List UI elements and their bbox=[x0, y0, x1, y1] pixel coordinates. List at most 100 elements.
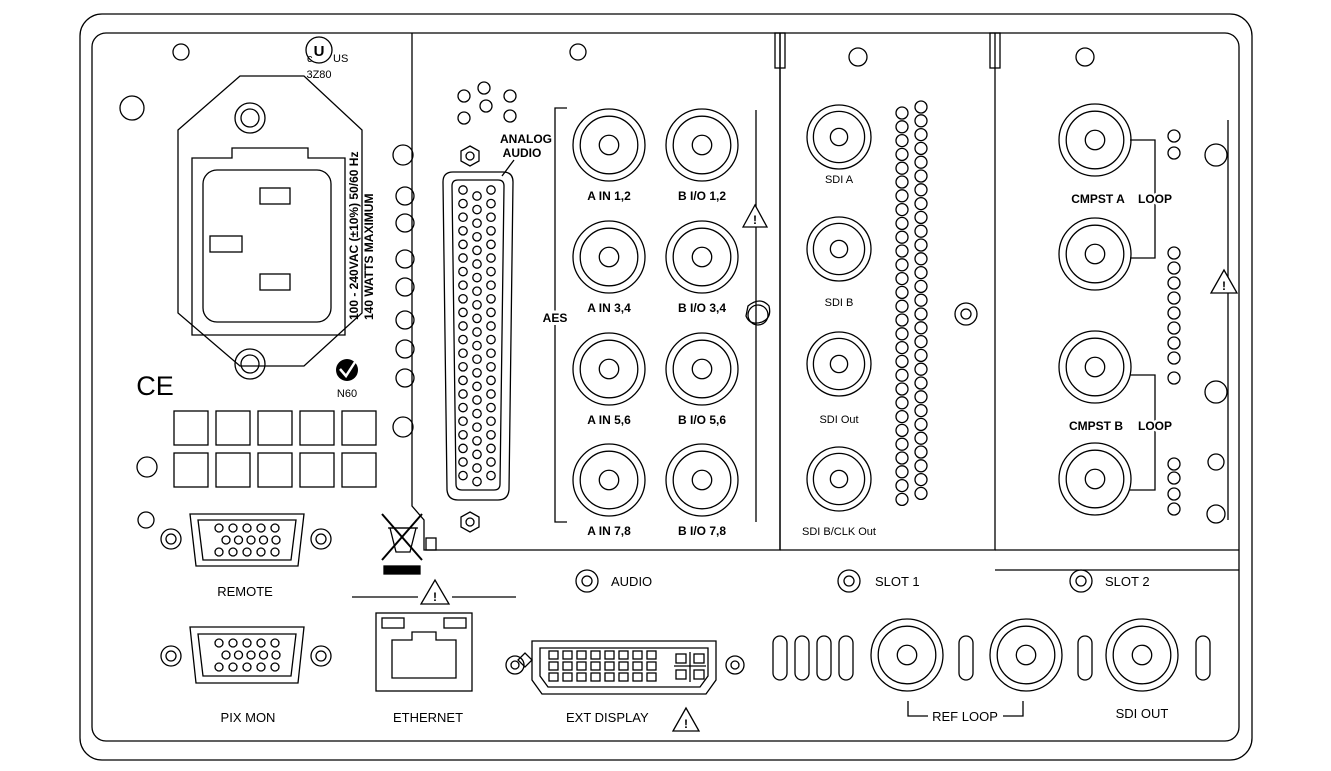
led bbox=[1167, 246, 1181, 260]
pin bbox=[458, 361, 468, 372]
bnc-slot2-2[interactable] bbox=[1058, 330, 1132, 404]
bnc-b-io-3[interactable] bbox=[665, 443, 739, 517]
bnc-b-io-1-label: B I/O 3,4 bbox=[678, 301, 726, 315]
pin bbox=[242, 662, 252, 672]
mounting-hole bbox=[136, 456, 158, 478]
led bbox=[914, 114, 928, 128]
ul-code-text: 3Z80 bbox=[306, 69, 331, 81]
led bbox=[895, 340, 909, 355]
slot1-module-outline bbox=[780, 33, 996, 551]
ul-c-text: c bbox=[307, 53, 313, 65]
led bbox=[914, 293, 928, 307]
pin bbox=[548, 650, 559, 660]
vent-square bbox=[341, 410, 377, 446]
ref-loop-bnc-in[interactable] bbox=[870, 618, 944, 692]
bnc-slot2-0[interactable] bbox=[1058, 103, 1132, 177]
led bbox=[914, 252, 928, 266]
pin bbox=[618, 650, 629, 660]
hex-nut-hole bbox=[465, 517, 475, 527]
pin bbox=[458, 375, 468, 386]
pin bbox=[472, 408, 482, 419]
led bbox=[895, 202, 909, 217]
led bbox=[914, 445, 928, 459]
screw-head bbox=[843, 575, 855, 587]
vga-pins bbox=[214, 523, 281, 672]
bnc-b-io-2[interactable] bbox=[665, 332, 739, 406]
led bbox=[914, 127, 928, 142]
led bbox=[914, 403, 928, 418]
led bbox=[914, 472, 928, 487]
led bbox=[895, 216, 909, 231]
svg-text:!: ! bbox=[1222, 279, 1226, 293]
hole bbox=[503, 109, 517, 123]
pin bbox=[693, 669, 705, 680]
indicator-hole bbox=[395, 368, 415, 388]
pin bbox=[548, 661, 559, 671]
indicator-hole bbox=[395, 249, 415, 269]
remote-connector[interactable] bbox=[160, 513, 332, 567]
rail-tab bbox=[425, 537, 437, 551]
analog-audio-dsub-connector[interactable] bbox=[442, 171, 514, 501]
pin bbox=[228, 662, 238, 672]
led bbox=[895, 437, 909, 451]
bnc-b-io-1[interactable] bbox=[665, 220, 739, 294]
hole bbox=[503, 89, 517, 103]
pix-mon-connector[interactable] bbox=[160, 626, 332, 684]
ref-loop-bnc-out[interactable] bbox=[989, 618, 1063, 692]
bnc-a-in-3[interactable] bbox=[572, 443, 646, 517]
ref-bnc-group bbox=[870, 618, 1179, 692]
ul-us-text: US bbox=[333, 53, 348, 65]
ethernet-port[interactable] bbox=[375, 612, 473, 692]
pin bbox=[242, 547, 252, 557]
pin bbox=[590, 661, 601, 671]
pin bbox=[242, 523, 252, 533]
svg-text:!: ! bbox=[753, 213, 757, 227]
ext-display-dvi-connector[interactable] bbox=[505, 640, 745, 695]
pin bbox=[618, 672, 629, 682]
hex-nut bbox=[460, 145, 480, 167]
pin bbox=[486, 416, 496, 427]
led bbox=[895, 382, 909, 396]
bnc-slot1-3[interactable] bbox=[806, 446, 872, 512]
pin bbox=[486, 470, 496, 481]
pin bbox=[604, 672, 615, 682]
ref-loop-label: REF LOOP bbox=[932, 709, 998, 724]
bnc-slot1-1[interactable] bbox=[806, 216, 872, 282]
led bbox=[895, 271, 909, 286]
bnc-slot2-1[interactable] bbox=[1058, 217, 1132, 291]
led bbox=[1167, 261, 1181, 275]
pin bbox=[486, 457, 496, 467]
screw bbox=[837, 569, 861, 593]
hole bbox=[477, 81, 491, 95]
inlet-screw-head bbox=[240, 354, 260, 374]
inlet-screw-head bbox=[240, 108, 260, 128]
vent-square bbox=[215, 410, 251, 446]
bnc-slot1-2[interactable] bbox=[806, 331, 872, 397]
led bbox=[914, 307, 928, 321]
led bbox=[895, 423, 909, 438]
pin bbox=[590, 650, 601, 660]
bnc-b-io-3-label: B I/O 7,8 bbox=[678, 524, 726, 538]
bnc-slot1-2-label: SDI Out bbox=[819, 414, 858, 426]
bnc-a-in-1[interactable] bbox=[572, 220, 646, 294]
sdi-out-bnc[interactable] bbox=[1105, 618, 1179, 692]
pin bbox=[472, 231, 482, 242]
aes-label: AES bbox=[543, 311, 568, 325]
bnc-b-io-0[interactable] bbox=[665, 108, 739, 182]
bnc-a-in-0[interactable] bbox=[572, 108, 646, 182]
bnc-a-in-2[interactable] bbox=[572, 332, 646, 406]
vent-square bbox=[257, 452, 293, 488]
cmpst-b-label: CMPST B bbox=[1069, 419, 1123, 433]
pin bbox=[486, 253, 496, 263]
pin bbox=[472, 422, 482, 433]
analog-audio-label-2: AUDIO bbox=[503, 146, 542, 160]
led bbox=[895, 120, 909, 134]
led bbox=[914, 265, 928, 280]
led bbox=[895, 230, 909, 244]
sdi-out-label: SDI OUT bbox=[1116, 706, 1169, 721]
ctick-code-text: N60 bbox=[337, 388, 357, 400]
bnc-slot1-0[interactable] bbox=[806, 104, 872, 170]
led bbox=[895, 299, 909, 313]
bnc-slot2-3[interactable] bbox=[1058, 442, 1132, 516]
analog-audio-label-1: ANALOG bbox=[500, 132, 552, 146]
